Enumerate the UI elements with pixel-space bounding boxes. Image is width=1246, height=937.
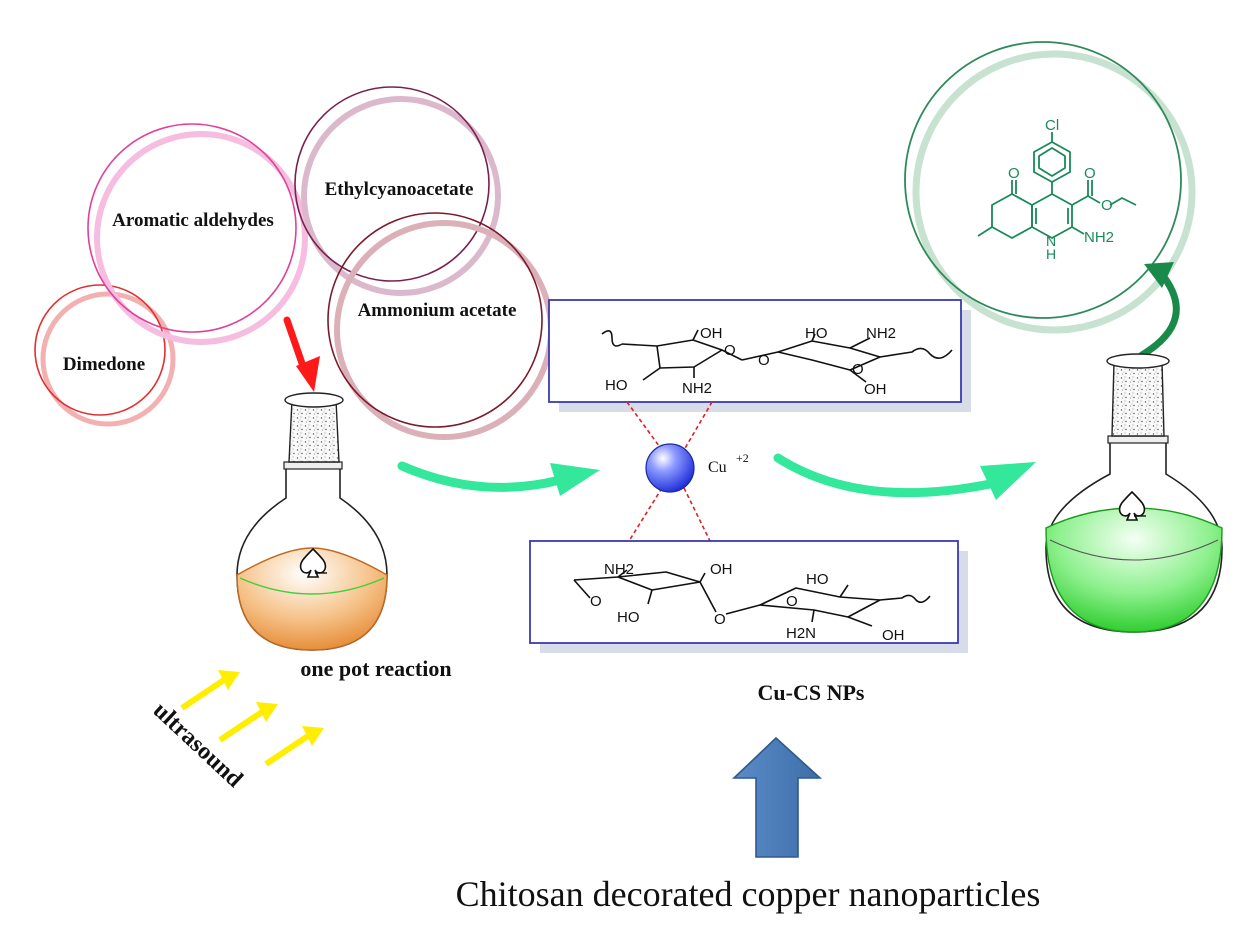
reaction-flask-left: [236, 392, 388, 651]
up-arrow-icon: [732, 736, 823, 858]
chem-link-o: O: [758, 352, 770, 369]
chem-oh: OH: [882, 627, 905, 644]
chem-ho: HO: [605, 377, 628, 394]
reagent-aromatic-aldehydes: Aromatic aldehydes: [87, 123, 308, 345]
chitosan-bottom-box: NH2 OH O HO O HO O H2N OH: [529, 540, 968, 653]
flask-stopper: [288, 399, 340, 463]
product-circle: Cl O O O N H NH2: [904, 41, 1196, 334]
chem-nh2: NH2: [682, 380, 712, 397]
ultrasound-arrow-icon: [180, 670, 240, 711]
chem-oh: OH: [710, 561, 733, 578]
product-nh2: NH2: [1084, 229, 1114, 246]
reagent-ethylcyanoacetate: Ethylcyanoacetate: [294, 86, 501, 296]
flask-liquid-green: [1045, 507, 1223, 633]
chem-ring-o: O: [786, 593, 798, 610]
chem-oh: OH: [700, 325, 723, 342]
aldehyde-circle: [87, 123, 297, 333]
reagent-ammonium-acetate: Ammonium acetate: [327, 212, 554, 440]
dimedone-circle: [34, 284, 166, 416]
reaction-arrow-right: [773, 453, 1036, 500]
product-cl: Cl: [1045, 117, 1059, 134]
ammonium-circle: [327, 212, 543, 428]
product-ketone-o: O: [1008, 165, 1020, 182]
flask-liquid-orange: [236, 547, 388, 651]
product-n: N: [1046, 233, 1056, 249]
aromatic-aldehydes-label: Aromatic aldehydes: [112, 210, 274, 231]
reaction-arrow-left: [397, 461, 600, 496]
ultrasound-label: ultrasound: [148, 697, 248, 793]
chem-nh2: NH2: [604, 561, 634, 578]
spade-icon: [299, 547, 327, 578]
reagent-dimedone: Dimedone: [34, 284, 176, 427]
one-pot-label: one pot reaction: [300, 656, 451, 681]
cu-label: Cu: [708, 459, 727, 476]
ultrasound-arrow-icon: [218, 702, 278, 743]
chem-ring-o: O: [724, 342, 736, 359]
product-ester-o: O: [1101, 197, 1113, 214]
catalyst-label: Cu-CS NPs: [758, 680, 865, 705]
ethyl-circle: [294, 86, 490, 282]
ultrasound-arrows: [180, 670, 324, 767]
chem-ring-o: O: [852, 361, 864, 378]
product-arrow: [1138, 262, 1180, 359]
chem-ho: HO: [805, 325, 828, 342]
chem-oh: OH: [864, 381, 887, 398]
product-ester-o: O: [1084, 165, 1096, 182]
coordination-bonds: [626, 401, 713, 542]
chem-ho: HO: [806, 571, 829, 588]
dimedone-label: Dimedone: [63, 354, 145, 375]
reaction-flask-right: [1045, 353, 1223, 633]
caption: Chitosan decorated copper nanoparticles: [456, 874, 1041, 914]
ammonium-acetate-label: Ammonium acetate: [358, 300, 517, 321]
chem-nh2: NH2: [866, 325, 896, 342]
chem-link-o: O: [714, 611, 726, 628]
flask-stopper: [1111, 361, 1165, 437]
ethylcyanoacetate-label: Ethylcyanoacetate: [325, 179, 474, 200]
chem-ho: HO: [617, 609, 640, 626]
product-n-h: H: [1046, 246, 1056, 262]
chitosan-top-box: OH HO NH2 O O HO NH2 O OH: [548, 299, 971, 412]
chem-ring-o: O: [590, 593, 602, 610]
red-down-arrow-icon: [283, 316, 320, 392]
ultrasound-arrow-icon: [264, 726, 324, 767]
spade-icon: [1118, 490, 1146, 521]
copper-ion: Cu +2: [645, 443, 749, 493]
chem-h2n: H2N: [786, 625, 816, 642]
cu-charge: +2: [736, 451, 749, 465]
cu-ball-icon: [645, 443, 695, 493]
